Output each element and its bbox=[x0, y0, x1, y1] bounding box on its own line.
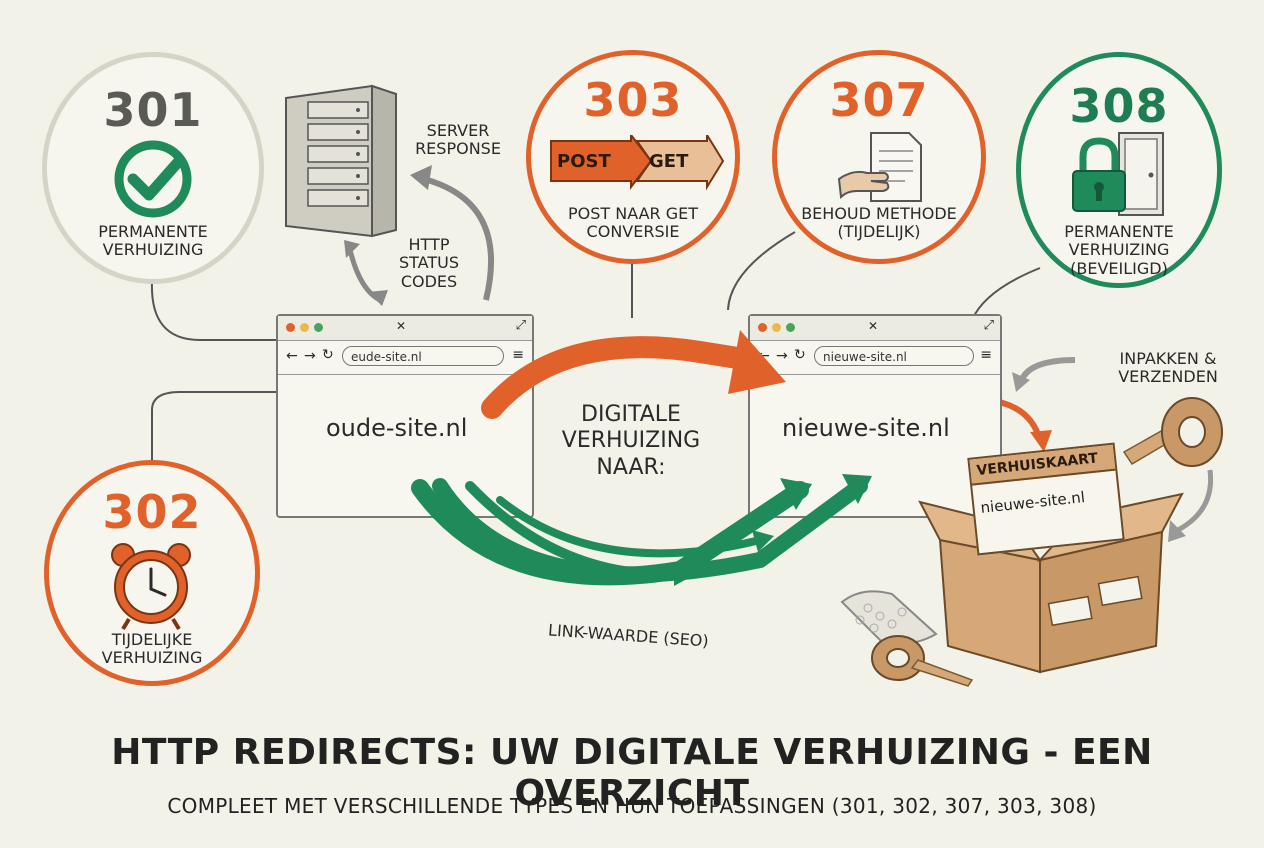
code-301-circle: 301 PERMANENTE VERHUIZING bbox=[42, 52, 264, 284]
code-303-label-line2: CONVERSIE bbox=[586, 222, 680, 242]
minimize-dot[interactable] bbox=[772, 323, 781, 332]
new-browser-tabbar: ✕ ⤢ bbox=[750, 316, 1000, 341]
digital-move-label: DIGITALE VERHUIZING NAAR: bbox=[556, 402, 706, 481]
green-arrowhead-3 bbox=[674, 562, 696, 586]
code-303-number: 303 bbox=[583, 73, 683, 127]
digital-move-line1: DIGITALE bbox=[581, 402, 681, 427]
new-site-domain: nieuwe-site.nl bbox=[782, 414, 950, 442]
page-subtitle: COMPLEET MET VERSCHILLENDE TYPES EN HUN … bbox=[167, 794, 1097, 818]
digital-move-line2: VERHUIZING bbox=[561, 428, 701, 454]
code-303-label-line1: POST NAAR GET bbox=[567, 204, 699, 223]
new-browser-toolbar: ← → ↻ nieuwe-site.nl ≡ bbox=[750, 340, 1000, 375]
orange-arrowhead bbox=[728, 330, 786, 394]
server-response-line1: SERVER bbox=[426, 121, 490, 140]
maximize-dot[interactable] bbox=[314, 323, 323, 332]
green-arrow-3 bbox=[465, 481, 685, 580]
code-308-label: PERMANENTE VERHUIZING (BEVEILIGD) bbox=[1029, 222, 1209, 278]
tape-roll-small-icon bbox=[871, 635, 974, 687]
green-arrowhead-4 bbox=[752, 530, 774, 552]
code-302-label: TIJDELIJKE VERHUIZING bbox=[57, 630, 247, 668]
old-address-bar[interactable]: eude-site.nl bbox=[342, 346, 504, 366]
code-308-label-line3: (BEVEILIGD) bbox=[1070, 258, 1168, 278]
code-302-number: 302 bbox=[102, 485, 202, 539]
server-response-line2: RESPONSE bbox=[415, 139, 501, 159]
close-dot[interactable] bbox=[286, 323, 295, 332]
code-301-label-line2: VERHUIZING bbox=[102, 240, 204, 260]
code-307-number: 307 bbox=[829, 73, 929, 127]
menu-icon[interactable]: ≡ bbox=[512, 347, 524, 363]
orange-redirect-arrow bbox=[481, 336, 761, 419]
reload-icon[interactable]: ↻ bbox=[794, 347, 806, 363]
status-codes-line3: CODES bbox=[400, 271, 458, 291]
code-301-label: PERMANENTE VERHUIZING bbox=[55, 222, 251, 260]
tape-roll-icon bbox=[1122, 397, 1223, 467]
forward-icon[interactable]: → bbox=[304, 348, 316, 364]
alarm-clock-icon bbox=[111, 543, 191, 631]
packing-label: INPAKKEN & VERZENDEN bbox=[1098, 349, 1238, 387]
green-arrow-2 bbox=[432, 478, 868, 583]
status-codes-line1: HTTP bbox=[408, 235, 450, 254]
expand-icon[interactable]: ⤢ bbox=[515, 318, 526, 333]
code-307-label-line1: BEHOUD METHODE bbox=[801, 204, 957, 223]
post-label: POST bbox=[557, 151, 611, 172]
server-response-label: SERVER RESPONSE bbox=[400, 121, 516, 159]
code-307-circle: 307 BEHOUD METHODE (TIJDELIJK) bbox=[772, 50, 986, 264]
green-arrow-4 bbox=[496, 496, 764, 558]
code-303-circle: 303 POST GET POST NAAR GET CONVERSIE bbox=[526, 50, 740, 264]
packing-line2: VERZENDEN bbox=[1118, 367, 1218, 387]
old-browser-tabbar: ✕ ⤢ bbox=[278, 316, 532, 341]
padlock-door-icon bbox=[1072, 132, 1164, 216]
tab-close-icon[interactable]: ✕ bbox=[868, 319, 879, 333]
code-308-circle: 308 PERMANENTE VERHUIZING (BEVEILIGD) bbox=[1016, 52, 1222, 288]
reload-icon[interactable]: ↻ bbox=[322, 347, 334, 363]
code-301-label-line1: PERMANENTE bbox=[98, 222, 208, 241]
menu-icon[interactable]: ≡ bbox=[980, 347, 992, 363]
digital-move-line3: NAAR: bbox=[596, 454, 666, 480]
expand-icon[interactable]: ⤢ bbox=[983, 318, 994, 333]
back-icon[interactable]: ← bbox=[758, 348, 770, 364]
page-title: HTTP REDIRECTS: UW DIGITALE VERHUIZING -… bbox=[111, 732, 1153, 814]
code-307-label-line2: (TIJDELIJK) bbox=[837, 222, 921, 242]
code-302-label-line2: VERHUIZING bbox=[101, 648, 203, 668]
status-codes-label: HTTP STATUS CODES bbox=[384, 235, 474, 291]
minimize-dot[interactable] bbox=[300, 323, 309, 332]
old-browser-toolbar: ← → ↻ eude-site.nl ≡ bbox=[278, 340, 532, 375]
post-to-get-arrows bbox=[550, 135, 725, 191]
green-arrowhead-2 bbox=[842, 474, 872, 504]
back-icon[interactable]: ← bbox=[286, 348, 298, 364]
get-label: GET bbox=[649, 151, 689, 172]
code-308-label-line1: PERMANENTE bbox=[1064, 222, 1174, 241]
moving-card: VERHUISKAART nieuwe-site.nl bbox=[967, 442, 1125, 556]
code-301-number: 301 bbox=[103, 83, 203, 137]
code-308-label-line2: VERHUIZING bbox=[1068, 240, 1170, 260]
code-308-number: 308 bbox=[1069, 79, 1169, 133]
status-codes-line2: STATUS bbox=[398, 253, 460, 273]
old-site-domain: oude-site.nl bbox=[326, 414, 468, 442]
maximize-dot[interactable] bbox=[786, 323, 795, 332]
close-dot[interactable] bbox=[758, 323, 767, 332]
packing-line1: INPAKKEN & bbox=[1119, 349, 1217, 368]
tab-close-icon[interactable]: ✕ bbox=[396, 319, 407, 333]
forward-icon[interactable]: → bbox=[776, 348, 788, 364]
code-302-label-line1: TIJDELIJKE bbox=[111, 630, 193, 649]
new-address-bar[interactable]: nieuwe-site.nl bbox=[814, 346, 974, 366]
code-302-circle: 302 TIJDELIJKE VERHUIZING bbox=[44, 460, 260, 686]
checkmark-icon bbox=[114, 140, 192, 218]
hand-document-icon bbox=[837, 132, 922, 202]
server-icon bbox=[285, 84, 397, 238]
code-307-label: BEHOUD METHODE (TIJDELIJK) bbox=[785, 204, 973, 242]
code-303-label: POST NAAR GET CONVERSIE bbox=[539, 204, 727, 242]
green-arrowhead-1 bbox=[780, 478, 812, 510]
